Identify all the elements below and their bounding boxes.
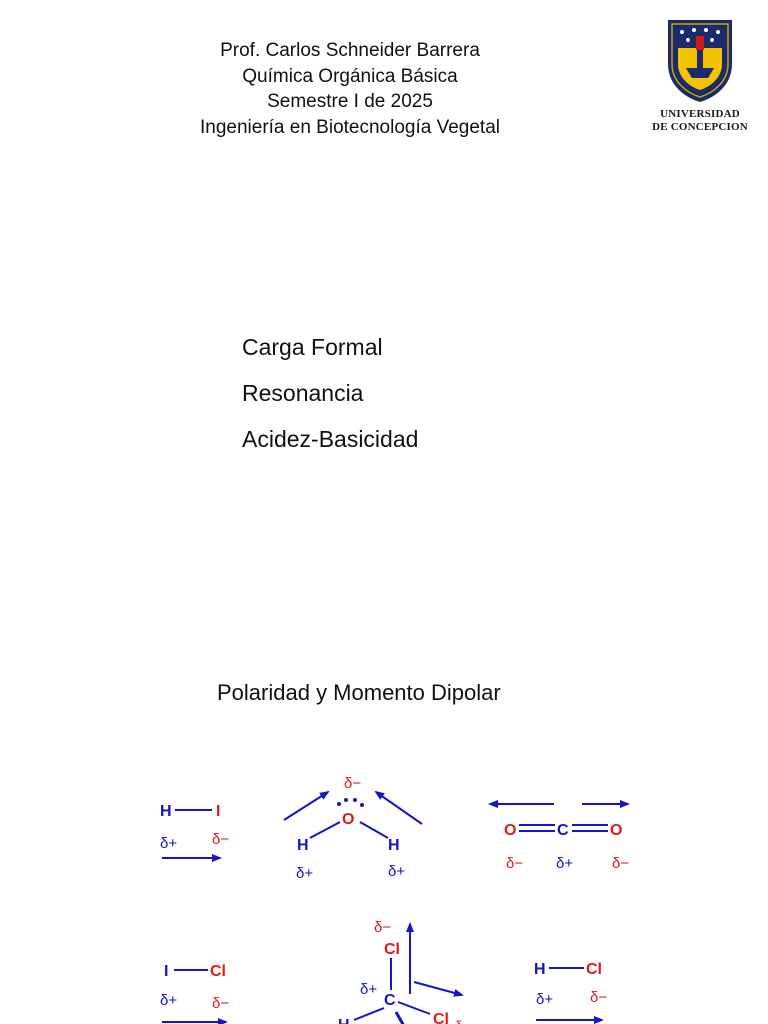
ccl-atom-cl-top: Cl — [384, 941, 400, 958]
hcl-charge-cl: δ− — [590, 989, 607, 1006]
water-atom-h-left: H — [297, 837, 309, 854]
molecule-hi: H I δ+ δ− — [160, 803, 229, 862]
topic-resonancia: Resonancia — [242, 380, 364, 406]
ccl-dipole-arrow-right — [413, 981, 464, 997]
ccl-atom-cl-right: Cl — [433, 1011, 449, 1024]
water-bond-right — [359, 821, 389, 839]
ccl-charge-cl-top: δ− — [374, 919, 391, 936]
icl-atom-i: I — [164, 963, 168, 980]
molecule-water: δ− O H H δ+ δ+ — [283, 775, 423, 882]
course-header: Prof. Carlos Schneider Barrera Química O… — [130, 38, 570, 140]
dipole-diagram: H I δ+ δ− δ− O H H δ+ δ+ O C O δ− δ+ — [160, 775, 630, 1024]
water-dipole-arrow-left — [283, 790, 330, 821]
water-atom-o: O — [342, 811, 354, 828]
hi-atom-h: H — [160, 803, 172, 820]
section-title: Polaridad y Momento Dipolar — [217, 680, 501, 705]
university-shield-icon — [668, 20, 732, 102]
water-bond-left — [309, 821, 341, 839]
professor-name: Prof. Carlos Schneider Barrera — [220, 40, 480, 61]
water-charge-h-left: δ+ — [296, 865, 313, 882]
co2-atom-o-right: O — [610, 822, 622, 839]
ccl-atom-h: H — [338, 1017, 350, 1024]
icl-atom-cl: Cl — [210, 963, 226, 980]
hcl-charge-h: δ+ — [536, 991, 553, 1008]
water-charge-h-right: δ+ — [388, 863, 405, 880]
logo-name-line-2: DE CONCEPCION — [652, 121, 748, 133]
co2-atom-o-left: O — [504, 822, 516, 839]
topics-list: Carga Formal Resonancia Acidez-Basicidad — [242, 332, 418, 470]
course-name: Química Orgánica Básica — [242, 65, 458, 87]
molecule-hcl: H Cl δ+ δ− — [534, 961, 607, 1024]
ccl-bond-left — [353, 1007, 385, 1021]
icl-charge-i: δ+ — [160, 992, 177, 1009]
co2-charge-o-left: δ− — [506, 855, 523, 872]
molecule-chloromethane: δ− Cl δ+ C Cl δ H — [338, 919, 464, 1024]
ccl-atom-c: C — [384, 992, 396, 1009]
water-atom-h-right: H — [388, 837, 400, 854]
hi-charge-i: δ− — [212, 831, 229, 848]
topic-acidez-basicidad: Acidez-Basicidad — [242, 426, 419, 452]
water-dipole-arrow-right — [374, 790, 423, 825]
logo-name-line-1: UNIVERSIDAD — [660, 108, 740, 120]
water-lone-pairs — [337, 798, 364, 807]
hcl-atom-cl: Cl — [586, 961, 602, 978]
ccl-charge-c: δ+ — [360, 981, 377, 998]
ccl-bond-wedge — [394, 1011, 405, 1024]
ccl-charge-cl-right: δ — [455, 1018, 462, 1024]
molecule-icl: I Cl δ+ δ− — [160, 963, 229, 1024]
co2-atom-c: C — [557, 822, 569, 839]
water-charge-o: δ− — [344, 775, 361, 792]
hi-atom-i: I — [216, 803, 220, 820]
semester: Semestre I de 2025 — [267, 91, 433, 112]
program-name: Ingeniería en Biotecnología Vegetal — [199, 116, 500, 138]
icl-charge-cl: δ− — [212, 995, 229, 1012]
ccl-bond-right — [397, 1001, 431, 1015]
hi-charge-h: δ+ — [160, 835, 177, 852]
university-logo: UNIVERSIDAD DE CONCEPCION — [645, 18, 755, 138]
co2-charge-o-right: δ− — [612, 855, 629, 872]
hcl-atom-h: H — [534, 961, 546, 978]
molecule-co2: O C O δ− δ+ δ− — [488, 800, 630, 872]
co2-charge-c: δ+ — [556, 855, 573, 872]
topic-carga-formal: Carga Formal — [242, 334, 383, 360]
